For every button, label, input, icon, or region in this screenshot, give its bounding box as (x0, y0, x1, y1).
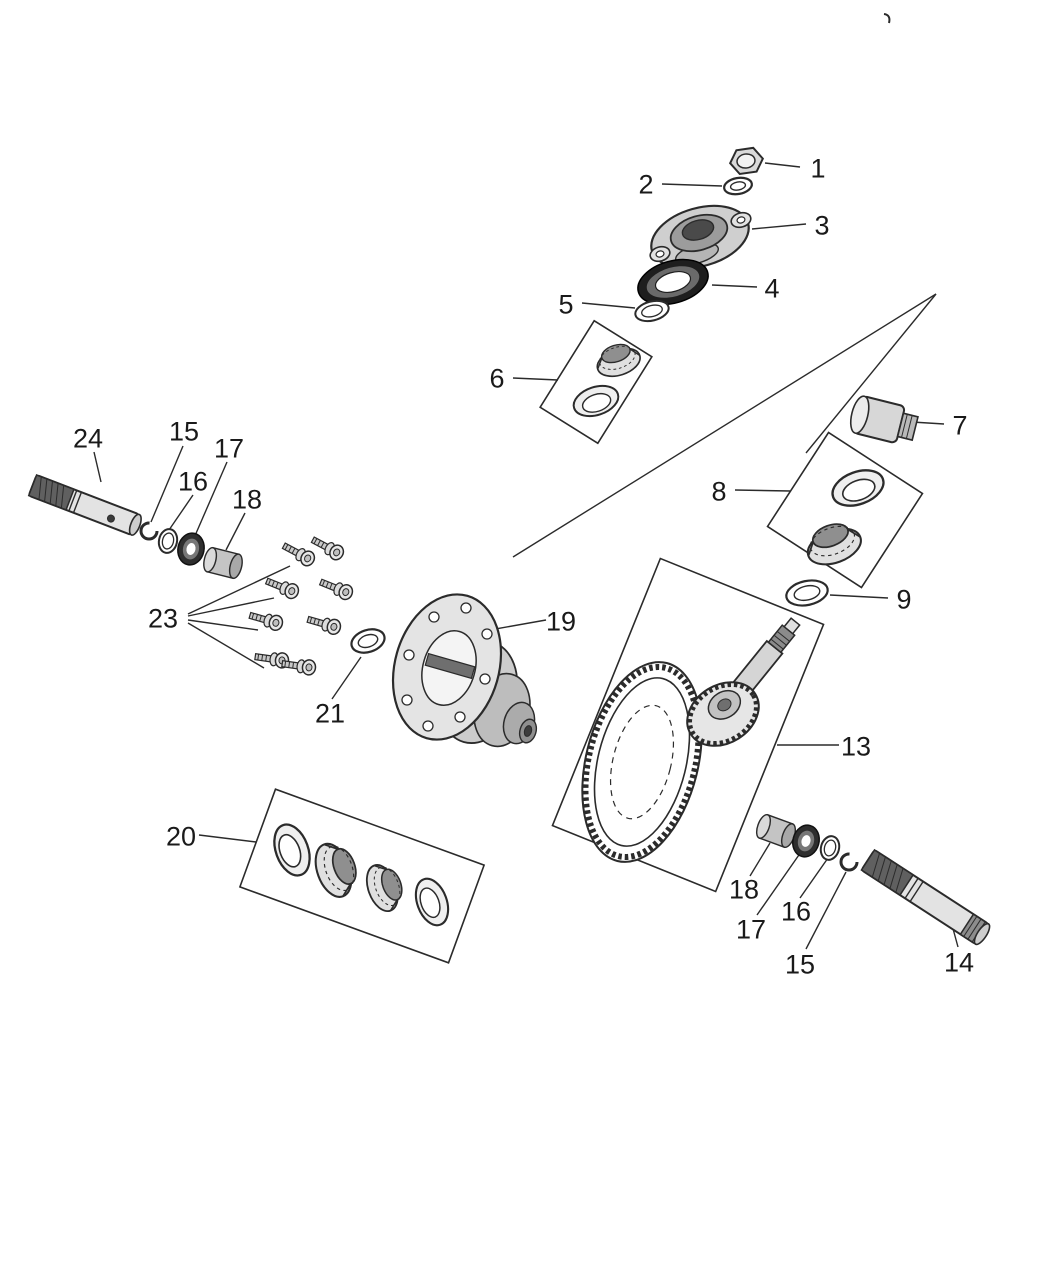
pinion-nut (728, 146, 765, 176)
pinion-shim (785, 579, 829, 607)
callout-output-shaft-right: 14 (944, 947, 974, 977)
leader-16-left (168, 494, 194, 531)
pinion-seal (637, 258, 709, 306)
callout-pinion-seal: 4 (764, 273, 779, 303)
callout-output-shaft-left: 24 (73, 423, 103, 453)
leader-23-c (187, 619, 259, 631)
bolt (317, 574, 356, 603)
bushing-right (753, 812, 799, 850)
leader-15-left (150, 445, 184, 523)
callout-bushing-left: 18 (232, 484, 262, 514)
leader-6 (512, 377, 559, 381)
leader-9 (829, 594, 889, 599)
snap-ring-left (139, 521, 159, 541)
bearing-cone-20a (307, 835, 365, 903)
callout-ring-gear-bolts: 23 (148, 603, 178, 633)
callout-slinger-washer: 5 (558, 289, 573, 319)
kit-box-8 (766, 431, 924, 589)
kit-box-6 (539, 319, 653, 445)
callout-seal-left: 17 (214, 433, 244, 463)
bolt (247, 607, 285, 633)
bearing-race-8 (826, 462, 890, 514)
leader-17-left (193, 461, 228, 539)
bushing-left (200, 545, 246, 581)
output-shaft-right (860, 848, 991, 946)
washer-left (155, 526, 181, 556)
companion-flange (649, 204, 752, 270)
seal-left (174, 529, 208, 569)
leader-5 (581, 302, 636, 309)
output-shaft-left (27, 474, 142, 536)
leader-23-b (187, 597, 275, 617)
pinion-plug (849, 395, 919, 444)
pinion-guide-lines (512, 293, 937, 558)
bolt (279, 538, 318, 569)
bearing-cone-6 (591, 337, 645, 383)
callout-pinion-plug: 7 (952, 410, 967, 440)
callout-pinion-nut: 1 (810, 153, 825, 183)
callout-differential-bearing-kit: 20 (166, 821, 196, 851)
differential-bearing-kit (238, 788, 486, 964)
pinion-washer (723, 176, 753, 196)
callout-snap-ring-right: 15 (785, 949, 815, 979)
thrust-washer (350, 628, 386, 654)
callout-bushing-right: 18 (729, 874, 759, 904)
leader-18-right (749, 842, 771, 877)
leader-20 (198, 834, 257, 843)
callout-thrust-washer: 21 (315, 698, 345, 728)
kit-box-20 (238, 788, 486, 964)
callout-pinion-washer: 2 (638, 169, 653, 199)
pinion-gear (686, 617, 801, 747)
leader-4 (711, 284, 758, 288)
leader-17-right (756, 851, 802, 916)
callout-seal-right: 17 (736, 914, 766, 944)
leader-23-d (187, 622, 265, 669)
snap-ring-right (839, 852, 859, 872)
bearing-race-6 (568, 379, 624, 423)
leader-24 (93, 451, 102, 483)
leader-3 (751, 223, 807, 230)
bearing-cone-8 (799, 515, 867, 573)
inner-pinion-bearing-kit (766, 431, 924, 589)
pinion-head (686, 681, 760, 747)
callout-ring-gear-and-pinion: 13 (841, 731, 871, 761)
leader-23-a (187, 565, 291, 615)
leader-2 (661, 183, 723, 187)
differential-case (391, 593, 538, 748)
ring-gear-and-pinion (551, 557, 825, 893)
callout-washer-left: 16 (178, 466, 208, 496)
callout-differential-case: 19 (546, 606, 576, 636)
callout-companion-flange: 3 (814, 210, 829, 240)
leader-8 (734, 489, 791, 492)
leader-lines (93, 162, 959, 950)
callout-pinion-shim: 9 (896, 584, 911, 614)
leader-18-left (225, 512, 246, 551)
ring-gear (581, 661, 703, 863)
callout-snap-ring-left: 15 (169, 416, 199, 446)
leader-16-right (799, 857, 829, 899)
bearing-race-20a (266, 818, 318, 882)
callout-washer-right: 16 (781, 896, 811, 926)
ring-gear-bolts (247, 532, 356, 677)
leader-1 (764, 162, 801, 168)
slinger-washer (634, 299, 670, 323)
bolt (305, 611, 343, 637)
callout-inner-pinion-bearing-kit: 8 (711, 476, 726, 506)
leader-15-right (805, 871, 847, 950)
callout-outer-pinion-bearing-kit: 6 (489, 363, 504, 393)
leader-21 (331, 656, 362, 700)
washer-right (817, 833, 843, 863)
bearing-cone-20b (360, 858, 410, 917)
bearing-race-20b (408, 873, 456, 931)
bolt (263, 573, 302, 602)
outer-pinion-bearing-kit (539, 319, 653, 445)
stray-mark (883, 13, 891, 24)
